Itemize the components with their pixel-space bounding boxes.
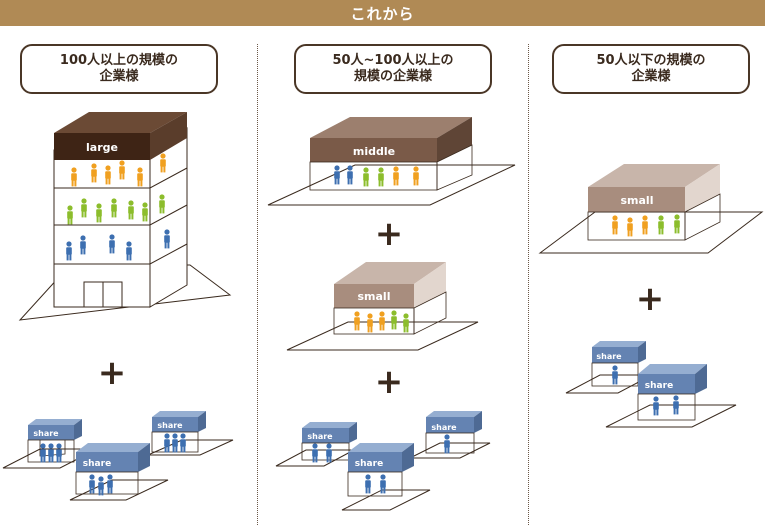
column-label-small: 50人以下の規模の 企業様 xyxy=(552,44,750,94)
plus-sign: + xyxy=(98,353,127,393)
middle-office: middle xyxy=(267,117,516,206)
box-label-share: share xyxy=(645,381,673,391)
column-label-line2: 企業様 xyxy=(99,69,139,84)
people-group-orange xyxy=(354,311,385,333)
box-label-small: small xyxy=(358,290,391,303)
plus-sign: + xyxy=(636,279,665,319)
box-label-middle: middle xyxy=(353,145,395,158)
people-group-green xyxy=(658,214,680,235)
share-office: share xyxy=(275,422,357,467)
small-office: small xyxy=(286,262,479,351)
share-office: share xyxy=(2,419,98,469)
column-label-line1: 100人以上の規模の xyxy=(59,53,179,68)
column-label-line1: 50人以下の規模の xyxy=(596,53,706,68)
share-office: share xyxy=(565,341,653,394)
column-divider-2 xyxy=(528,44,529,525)
box-label-share: share xyxy=(83,459,111,469)
people-group-orange xyxy=(612,215,648,237)
small-office: small xyxy=(538,164,764,254)
column-divider-1 xyxy=(257,44,258,525)
share-office: share xyxy=(147,411,234,456)
column-label-line1: 50人~100人以上の xyxy=(332,53,454,68)
box-label-share: share xyxy=(307,432,333,441)
box-label-small: small xyxy=(621,194,654,207)
box-label-share: share xyxy=(33,429,59,438)
column-label-middle: 50人~100人以上の 規模の企業様 xyxy=(294,44,492,94)
column-label-line2: 規模の企業様 xyxy=(353,69,432,84)
box-label-share: share xyxy=(596,352,622,361)
box-label-share: share xyxy=(157,421,183,430)
share-office: share xyxy=(409,411,491,459)
large-building: large xyxy=(18,112,232,321)
header-banner: これから xyxy=(0,0,765,26)
box-label-share: share xyxy=(431,423,457,432)
people-group-orange xyxy=(393,166,419,186)
people-group-green xyxy=(363,167,384,187)
share-office: share xyxy=(341,443,431,511)
box-label-large: large xyxy=(86,141,118,154)
plus-sign: + xyxy=(375,362,404,402)
people-group-green xyxy=(391,310,409,333)
header-title: これから xyxy=(350,4,415,23)
column-label-line2: 企業様 xyxy=(631,69,671,84)
share-office: share xyxy=(69,443,169,501)
share-office: share xyxy=(605,364,737,428)
column-label-large: 100人以上の規模の 企業様 xyxy=(20,44,218,94)
plus-sign: + xyxy=(375,214,404,254)
people-group-blue xyxy=(334,165,353,185)
box-label-share: share xyxy=(355,459,383,469)
